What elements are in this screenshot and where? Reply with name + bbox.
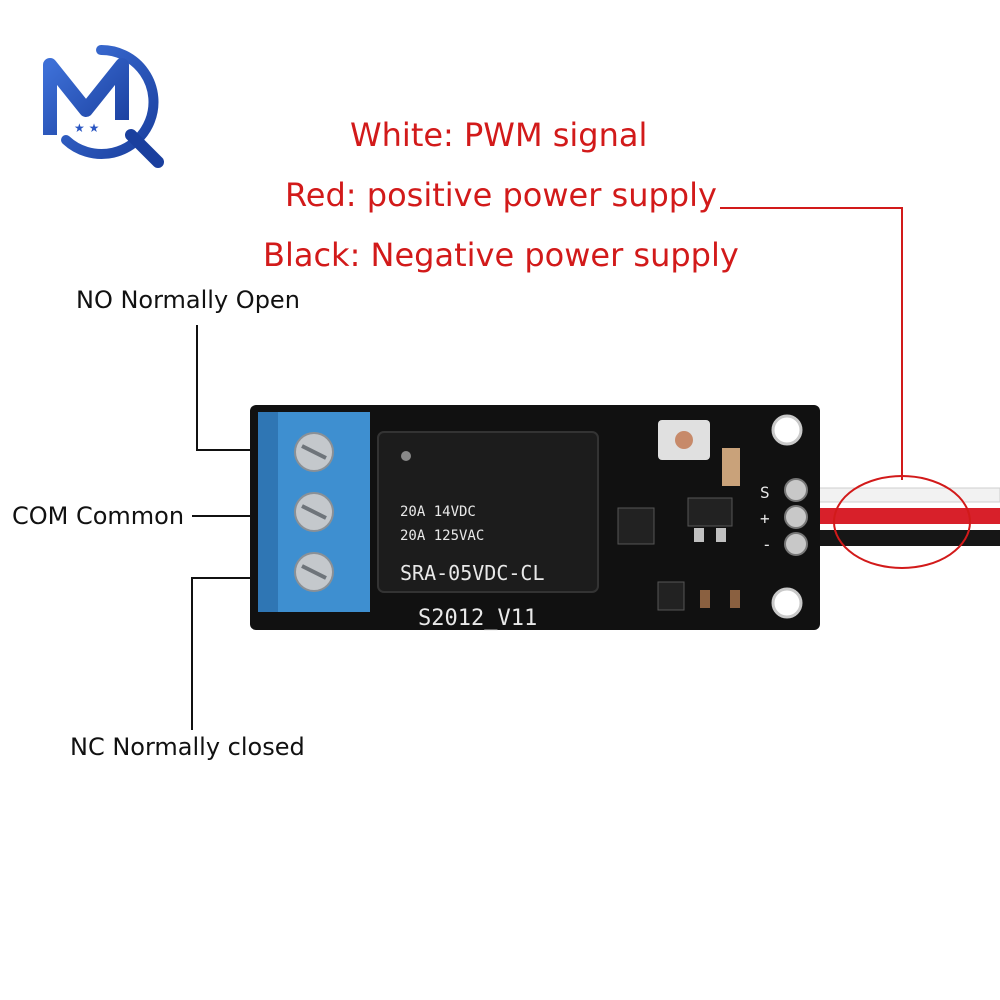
- relay-model: SRA-05VDC-CL: [400, 561, 545, 585]
- ic-chip: [617, 507, 655, 545]
- nc-pin-label: NC Normally closed: [70, 733, 305, 761]
- relay-rating-dc: 20A 14VDC: [400, 504, 476, 520]
- com-pin-label: COM Common: [12, 502, 185, 530]
- plus-mark: +: [760, 509, 770, 528]
- black-wire-label: Black: Negative power supply: [263, 236, 739, 274]
- relay-body: [377, 431, 599, 593]
- no-pin-label: NO Normally Open: [76, 286, 300, 314]
- header-pin-signal: [784, 478, 808, 502]
- terminal-screw-nc: [294, 552, 334, 592]
- wire-callout-ellipse: [833, 475, 971, 569]
- red-leader-line: [720, 207, 903, 480]
- header-pin-plus: [784, 505, 808, 529]
- red-wire: [810, 508, 1000, 524]
- terminal-screw-no: [294, 432, 334, 472]
- white-wire-label: White: PWM signal: [350, 116, 648, 154]
- white-wire: [809, 487, 1000, 503]
- red-wire-label: Red: positive power supply: [285, 176, 717, 214]
- smd-resistor-2: [730, 590, 740, 608]
- board-version: S2012_V11: [418, 606, 537, 631]
- relay-rating-ac: 20A 125VAC: [400, 528, 484, 544]
- voltage-regulator: [687, 497, 733, 527]
- header-pin-minus: [784, 532, 808, 556]
- mount-hole-top: [771, 414, 803, 446]
- svg-text:★ ★: ★ ★: [74, 121, 99, 135]
- minus-mark: -: [762, 535, 772, 554]
- smd-resistor-1: [700, 590, 710, 608]
- capacitor: [722, 448, 740, 486]
- black-wire: [810, 530, 1000, 546]
- terminal-screw-com: [294, 492, 334, 532]
- signal-mark: S: [760, 483, 770, 502]
- smd-transistor: [657, 581, 685, 611]
- logo-m-icon: [43, 58, 129, 135]
- logo-q-ring-icon: [61, 44, 159, 159]
- logo-q-tail-icon: [125, 129, 164, 168]
- mount-hole-bottom: [771, 587, 803, 619]
- brand-logo: ★ ★: [43, 44, 164, 168]
